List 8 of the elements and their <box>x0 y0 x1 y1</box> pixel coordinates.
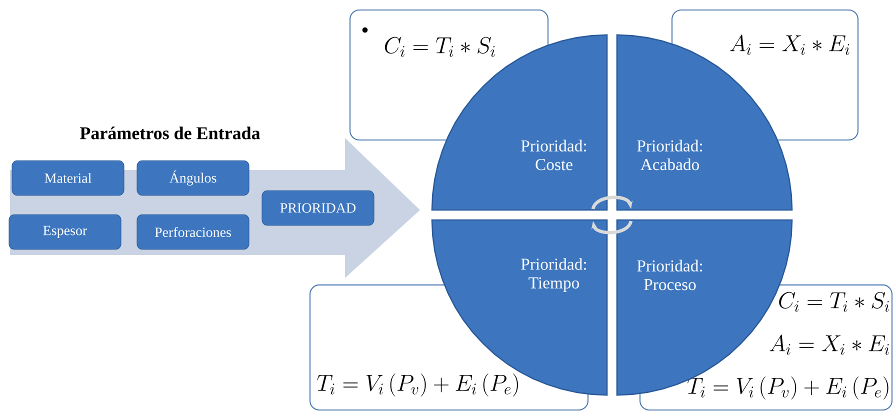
parameter-box: Perforaciones <box>136 214 250 250</box>
cycle-arrow <box>591 196 633 210</box>
parameter-box: PRIORIDAD <box>262 190 374 226</box>
parameter-box: Espesor <box>8 214 122 250</box>
parameter-box: Material <box>12 160 124 196</box>
heading: Parámetros de Entrada <box>80 126 260 140</box>
parameter-box: Ángulos <box>136 160 250 196</box>
cycle-arrow <box>591 220 633 234</box>
